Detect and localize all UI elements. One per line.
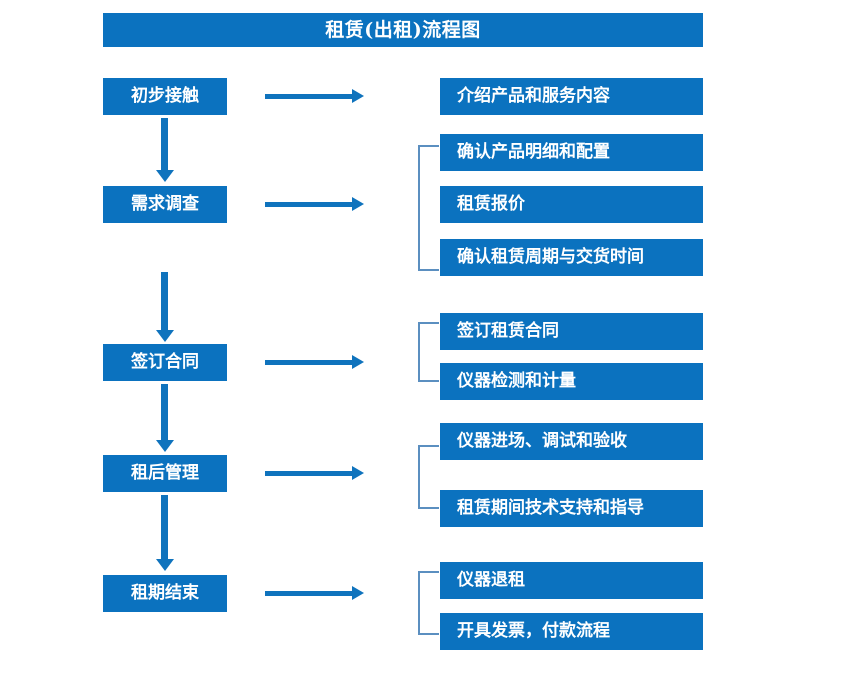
arrow-shaft: [161, 118, 168, 170]
arrow-head: [156, 440, 174, 452]
arrow-head: [352, 197, 364, 211]
stage-box-3[interactable]: 签订合同: [103, 344, 227, 381]
detail-box-3[interactable]: 租赁报价: [440, 186, 703, 223]
arrow-down-4: [156, 495, 174, 571]
arrow-head: [352, 355, 364, 369]
detail-label-1: 介绍产品和服务内容: [457, 86, 610, 106]
detail-label-3: 租赁报价: [457, 194, 525, 214]
arrow-down-1: [156, 118, 174, 182]
detail-label-4: 确认租赁周期与交货时间: [457, 247, 644, 267]
detail-label-2: 确认产品明细和配置: [457, 142, 610, 162]
arrow-right-2: [265, 197, 364, 211]
arrow-head: [352, 466, 364, 480]
arrow-shaft: [265, 591, 353, 596]
arrow-right-1: [265, 89, 364, 103]
group-bracket-4: [418, 445, 439, 509]
arrow-right-3: [265, 355, 364, 369]
detail-box-1[interactable]: 介绍产品和服务内容: [440, 78, 703, 115]
arrow-right-5: [265, 586, 364, 600]
arrow-shaft: [265, 202, 353, 207]
detail-label-8: 租赁期间技术支持和指导: [457, 498, 644, 518]
arrow-shaft: [161, 384, 168, 440]
group-bracket-5: [418, 571, 439, 635]
detail-label-5: 签订租赁合同: [457, 321, 559, 341]
stage-label-5: 租期结束: [131, 583, 199, 603]
detail-label-9: 仪器退租: [457, 570, 525, 590]
arrow-shaft: [265, 360, 353, 365]
stage-box-4[interactable]: 租后管理: [103, 455, 227, 492]
chart-title-bar: 租赁(出租)流程图: [103, 13, 703, 47]
arrow-head: [156, 170, 174, 182]
stage-box-5[interactable]: 租期结束: [103, 575, 227, 612]
stage-box-1[interactable]: 初步接触: [103, 78, 227, 115]
detail-label-6: 仪器检测和计量: [457, 371, 576, 391]
detail-box-5[interactable]: 签订租赁合同: [440, 313, 703, 350]
detail-box-7[interactable]: 仪器进场、调试和验收: [440, 423, 703, 460]
arrow-shaft: [265, 94, 353, 99]
arrow-right-4: [265, 466, 364, 480]
detail-box-10[interactable]: 开具发票，付款流程: [440, 613, 703, 650]
arrow-down-2: [156, 272, 174, 342]
arrow-shaft: [265, 471, 353, 476]
arrow-head: [156, 330, 174, 342]
stage-label-3: 签订合同: [131, 352, 199, 372]
arrow-head: [156, 559, 174, 571]
detail-box-4[interactable]: 确认租赁周期与交货时间: [440, 239, 703, 276]
stage-label-4: 租后管理: [131, 463, 199, 483]
detail-box-2[interactable]: 确认产品明细和配置: [440, 134, 703, 171]
arrow-shaft: [161, 495, 168, 559]
detail-box-9[interactable]: 仪器退租: [440, 562, 703, 599]
group-bracket-3: [418, 322, 439, 382]
group-bracket-2: [418, 145, 439, 271]
detail-label-7: 仪器进场、调试和验收: [457, 431, 627, 451]
arrow-head: [352, 586, 364, 600]
detail-box-6[interactable]: 仪器检测和计量: [440, 363, 703, 400]
arrow-head: [352, 89, 364, 103]
detail-box-8[interactable]: 租赁期间技术支持和指导: [440, 490, 703, 527]
detail-label-10: 开具发票，付款流程: [457, 621, 610, 641]
stage-label-1: 初步接触: [131, 86, 199, 106]
chart-title-text: 租赁(出租)流程图: [325, 18, 481, 41]
arrow-shaft: [161, 272, 168, 330]
arrow-down-3: [156, 384, 174, 452]
stage-box-2[interactable]: 需求调查: [103, 186, 227, 223]
stage-label-2: 需求调查: [131, 194, 199, 214]
